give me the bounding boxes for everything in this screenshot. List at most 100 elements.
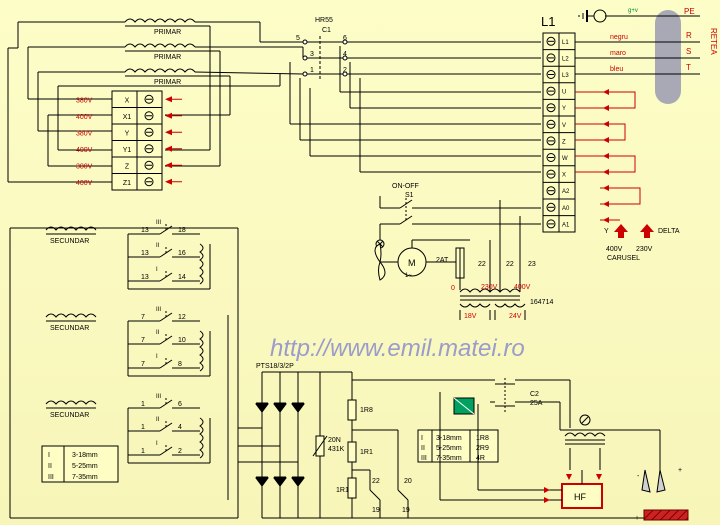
contactor-sub: C1 bbox=[322, 27, 331, 34]
hf-connections bbox=[540, 470, 583, 501]
wire-num-3: 23 bbox=[528, 261, 536, 268]
switch-range-label: I bbox=[156, 354, 158, 360]
l1-terminal-label: L2 bbox=[562, 56, 569, 62]
tap-voltage-label: 380V bbox=[76, 130, 93, 137]
resistor-ladder bbox=[347, 372, 490, 518]
sw-left-top: 22 bbox=[372, 478, 380, 485]
switch-pin-left: 7 bbox=[141, 314, 145, 321]
tap-arrow-icon bbox=[165, 178, 172, 185]
l1-terminal-label: W bbox=[562, 156, 568, 162]
c1-pin-2: 2 bbox=[343, 67, 347, 74]
switch-pin-left: 1 bbox=[141, 448, 145, 455]
sw-right-top: 20 bbox=[404, 478, 412, 485]
switch-pin-left: 1 bbox=[141, 401, 145, 408]
carusel-delta: DELTA bbox=[658, 228, 680, 235]
rr-ohm1: 1R8 bbox=[476, 435, 489, 442]
switch-pin-right: 16 bbox=[178, 250, 186, 257]
switch-pin-left: 13 bbox=[141, 274, 149, 281]
hf-box bbox=[561, 483, 603, 509]
l1-terminal-label: Y bbox=[562, 106, 566, 112]
varistor bbox=[312, 435, 328, 457]
rr-mm2: 5-25mm bbox=[436, 445, 462, 452]
rr-mm3: 7-35mm bbox=[436, 455, 462, 462]
tap-arrow-icon bbox=[165, 129, 172, 136]
workpiece bbox=[643, 509, 689, 521]
switch-range-label: II bbox=[156, 243, 160, 249]
sw-left-bottom: 19 bbox=[372, 507, 380, 514]
resistor-1: 1R8 bbox=[360, 407, 373, 414]
carusel-label: CARUSEL bbox=[607, 255, 640, 262]
switch-pin-left: 7 bbox=[141, 361, 145, 368]
wire-num-1: 22 bbox=[478, 261, 486, 268]
transformer-name: 164714 bbox=[530, 299, 553, 306]
carusel-arrows bbox=[614, 224, 654, 238]
tap-400: 400V bbox=[514, 284, 531, 291]
wire-color-1: negru bbox=[610, 34, 628, 41]
rl-r3: III bbox=[48, 474, 54, 481]
c1-pin-3: 3 bbox=[310, 51, 314, 58]
tap-0: 0 bbox=[451, 285, 455, 292]
out-18v: 18V bbox=[464, 313, 477, 320]
c1-pin-6: 6 bbox=[343, 35, 347, 42]
c2-rating: 25A bbox=[530, 400, 543, 407]
rectifier-bridge bbox=[238, 371, 680, 519]
switch-range-label: II bbox=[156, 330, 160, 336]
tap-terminal-label: Y1 bbox=[123, 147, 132, 154]
l1-terminal-label: L3 bbox=[562, 73, 569, 79]
y-up-arrow bbox=[614, 224, 628, 238]
switch-pin-right: 12 bbox=[178, 314, 186, 321]
ranges-table-left bbox=[41, 445, 119, 483]
l1-terminal-label: L1 bbox=[562, 40, 569, 46]
motor bbox=[374, 239, 470, 290]
carusel-y: Y bbox=[604, 228, 609, 235]
switch-pin-left: 1 bbox=[141, 424, 145, 431]
tap-terminal-label: Z1 bbox=[123, 180, 131, 187]
switch-pin-right: 4 bbox=[178, 424, 182, 431]
l1-terminal-label: A2 bbox=[562, 189, 570, 195]
mains-section bbox=[555, 9, 700, 104]
l1-arrowheads bbox=[603, 89, 609, 223]
primary-windings bbox=[7, 18, 541, 183]
tap-voltage-label: 400V bbox=[76, 180, 93, 187]
tap-voltage-label: 400V bbox=[76, 114, 93, 121]
tap-arrow-icon bbox=[165, 162, 172, 169]
switch-range-label: III bbox=[156, 394, 161, 400]
switch-range-label: III bbox=[156, 307, 161, 313]
tap-terminal-label: Z bbox=[125, 163, 130, 170]
primary-label-3: PRIMAR bbox=[154, 79, 181, 86]
rr-mm1: 3-18mm bbox=[436, 435, 462, 442]
switch-range-label: I bbox=[156, 441, 158, 447]
tap-arrow-icon bbox=[165, 112, 172, 119]
switch-pin-left: 13 bbox=[141, 227, 149, 234]
carusel-delta-volt: 230V bbox=[636, 246, 653, 253]
c1-pin-5: 5 bbox=[296, 35, 300, 42]
switch-pin-right: 8 bbox=[178, 361, 182, 368]
rectifier-label: PTS18/3/2P bbox=[256, 363, 294, 370]
varistor-label: 20N bbox=[328, 437, 341, 444]
tap-terminal-label: X1 bbox=[123, 114, 132, 121]
contactor-title: HR55 bbox=[315, 17, 333, 24]
motor-sub: 1~ bbox=[405, 273, 412, 279]
delta-up-arrow bbox=[640, 224, 654, 238]
contactor-c2 bbox=[439, 378, 571, 501]
control-transformer bbox=[459, 200, 526, 320]
tap-terminal-label: X bbox=[125, 97, 130, 104]
polarity-plus: + bbox=[678, 467, 682, 474]
l1-terminal-label: U bbox=[562, 90, 566, 96]
ranges-table-right bbox=[417, 429, 499, 463]
wire-num-2: 22 bbox=[506, 261, 514, 268]
switch-pin-right: 2 bbox=[178, 448, 182, 455]
tap-arrow-icon bbox=[165, 145, 172, 152]
c1-pin-4: 4 bbox=[343, 51, 347, 58]
rectifier-diodes bbox=[255, 402, 305, 487]
l1-title: L1 bbox=[541, 14, 555, 29]
l1-terminal-block bbox=[542, 32, 576, 233]
c1-pin-1: 1 bbox=[310, 67, 314, 74]
c2-coil bbox=[453, 397, 475, 415]
secondary-label: SECUNDAR bbox=[50, 238, 89, 245]
polarity-minus: - bbox=[637, 473, 640, 480]
l1-terminal-label: V bbox=[562, 123, 566, 129]
